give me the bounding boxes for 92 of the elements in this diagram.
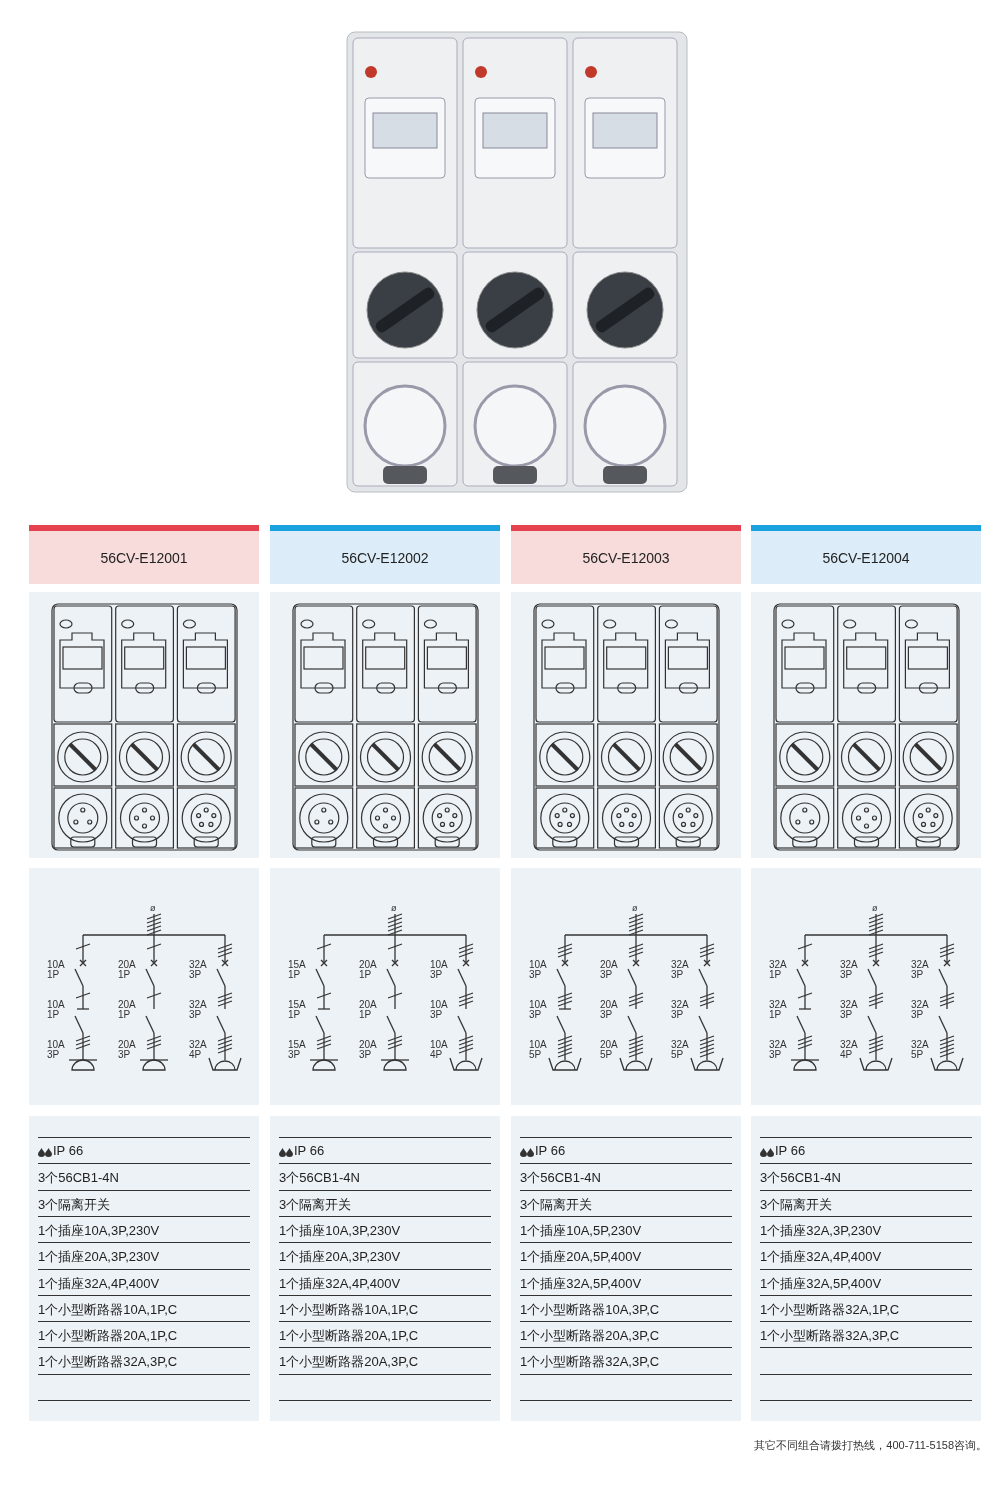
rating-label: 32A 3P: [189, 1000, 208, 1020]
spec-text: 1个小型断路器20A,1P,C: [279, 1327, 419, 1346]
symbol-label: ø: [391, 903, 398, 913]
spec-text: 1个插座20A,3P,230V: [279, 1248, 401, 1267]
model-header: 56CV-E12004: [751, 525, 981, 584]
rating-label: 10A 3P: [47, 1040, 66, 1060]
spec-text: 1个小型断路器10A,3P,C: [520, 1300, 660, 1319]
rating-label: 10A 3P: [430, 960, 449, 980]
symbol-label: ø: [632, 903, 639, 913]
spec-panel: [751, 1116, 981, 1421]
rating-label: 20A 1P: [118, 1000, 137, 1020]
rating-label: 20A 1P: [359, 960, 378, 980]
rating-label: 15A 1P: [288, 960, 307, 980]
schematic-panel: [29, 868, 259, 1105]
symbol-label: ø: [150, 903, 157, 913]
drawing-panel: [270, 592, 500, 858]
rating-label: 15A 1P: [288, 1000, 307, 1020]
schematic-panel: [270, 868, 500, 1105]
footnote: 其它不同组合请拨打热线，400-711-5158咨询。: [754, 1438, 987, 1453]
spec-text: IP 66: [294, 1143, 325, 1158]
spec-text: IP 66: [775, 1143, 806, 1158]
rating-label: 10A 3P: [529, 1000, 548, 1020]
spec-text: 1个小型断路器32A,1P,C: [760, 1300, 900, 1319]
rating-label: 10A 5P: [529, 1040, 548, 1060]
rating-label: 32A 1P: [769, 960, 788, 980]
spec-text: 1个插座32A,5P,400V: [760, 1274, 882, 1293]
spec-text: 3个隔离开关: [38, 1195, 111, 1214]
spec-text: IP 66: [535, 1143, 566, 1158]
rating-label: 32A 3P: [769, 1040, 788, 1060]
spec-text: IP 66: [53, 1143, 84, 1158]
rating-label: 20A 5P: [600, 1040, 619, 1060]
spec-text: 1个插座10A,3P,230V: [279, 1221, 401, 1240]
rating-label: 32A 3P: [911, 1000, 930, 1020]
spec-text: 1个插座32A,4P,400V: [760, 1248, 882, 1267]
rating-label: 10A 3P: [430, 1000, 449, 1020]
spec-text: 3个56CB1-4N: [279, 1169, 360, 1188]
rating-label: 32A 5P: [911, 1040, 930, 1060]
symbol-label: ø: [872, 903, 879, 913]
model-header: 56CV-E12003: [511, 525, 741, 584]
spec-text: 1个插座10A,5P,230V: [520, 1221, 642, 1240]
spec-text: 1个小型断路器10A,1P,C: [38, 1300, 178, 1319]
rating-label: 20A 3P: [600, 960, 619, 980]
rating-label: 32A 3P: [671, 1000, 690, 1020]
rating-label: 10A 3P: [529, 960, 548, 980]
rating-label: 10A 1P: [47, 960, 66, 980]
rating-label: 15A 3P: [288, 1040, 307, 1060]
rating-label: 10A 1P: [47, 1000, 66, 1020]
schematic-panel: [751, 868, 981, 1105]
rating-label: 32A 5P: [671, 1040, 690, 1060]
drawing-panel: [751, 592, 981, 858]
rating-label: 32A 3P: [840, 1000, 859, 1020]
rating-label: 32A 3P: [189, 960, 208, 980]
spec-text: 1个插座20A,5P,400V: [520, 1248, 642, 1267]
rating-label: 20A 1P: [118, 960, 137, 980]
spec-text: 1个小型断路器20A,3P,C: [279, 1353, 419, 1372]
spec-text: 1个插座32A,3P,230V: [760, 1221, 882, 1240]
spec-text: 1个小型断路器32A,3P,C: [760, 1327, 900, 1346]
spec-panel: [270, 1116, 500, 1421]
schematic-panel: [511, 868, 741, 1105]
spec-text: 1个小型断路器32A,3P,C: [38, 1353, 178, 1372]
spec-text: 1个插座32A,4P,400V: [38, 1274, 160, 1293]
rating-label: 32A 4P: [840, 1040, 859, 1060]
drawing-panel: [29, 592, 259, 858]
spec-text: 1个插座20A,3P,230V: [38, 1248, 160, 1267]
rating-label: 32A 3P: [911, 960, 930, 980]
rating-label: 32A 4P: [189, 1040, 208, 1060]
spec-text: 3个56CB1-4N: [38, 1169, 119, 1188]
spec-text: 1个小型断路器10A,1P,C: [279, 1300, 419, 1319]
spec-text: 3个隔离开关: [520, 1195, 593, 1214]
spec-panel: [29, 1116, 259, 1421]
spec-text: 1个小型断路器32A,3P,C: [520, 1353, 660, 1372]
rating-label: 32A 1P: [769, 1000, 788, 1020]
spec-text: 1个插座32A,4P,400V: [279, 1274, 401, 1293]
rating-label: 10A 4P: [430, 1040, 449, 1060]
rating-label: 20A 3P: [600, 1000, 619, 1020]
model-header: 56CV-E12002: [270, 525, 500, 584]
spec-text: 3个56CB1-4N: [760, 1169, 841, 1188]
drawing-panel: [511, 592, 741, 858]
rating-label: 32A 3P: [840, 960, 859, 980]
spec-text: 1个插座32A,5P,400V: [520, 1274, 642, 1293]
rating-label: 32A 3P: [671, 960, 690, 980]
rating-label: 20A 3P: [359, 1040, 378, 1060]
spec-text: 3个隔离开关: [760, 1195, 833, 1214]
rating-label: 20A 1P: [359, 1000, 378, 1020]
spec-panel: [511, 1116, 741, 1421]
spec-text: 1个插座10A,3P,230V: [38, 1221, 160, 1240]
rating-label: 20A 3P: [118, 1040, 137, 1060]
spec-text: 1个小型断路器20A,1P,C: [38, 1327, 178, 1346]
spec-text: 3个隔离开关: [279, 1195, 352, 1214]
spec-text: 1个小型断路器20A,3P,C: [520, 1327, 660, 1346]
model-header: 56CV-E12001: [29, 525, 259, 584]
spec-text: 3个56CB1-4N: [520, 1169, 601, 1188]
